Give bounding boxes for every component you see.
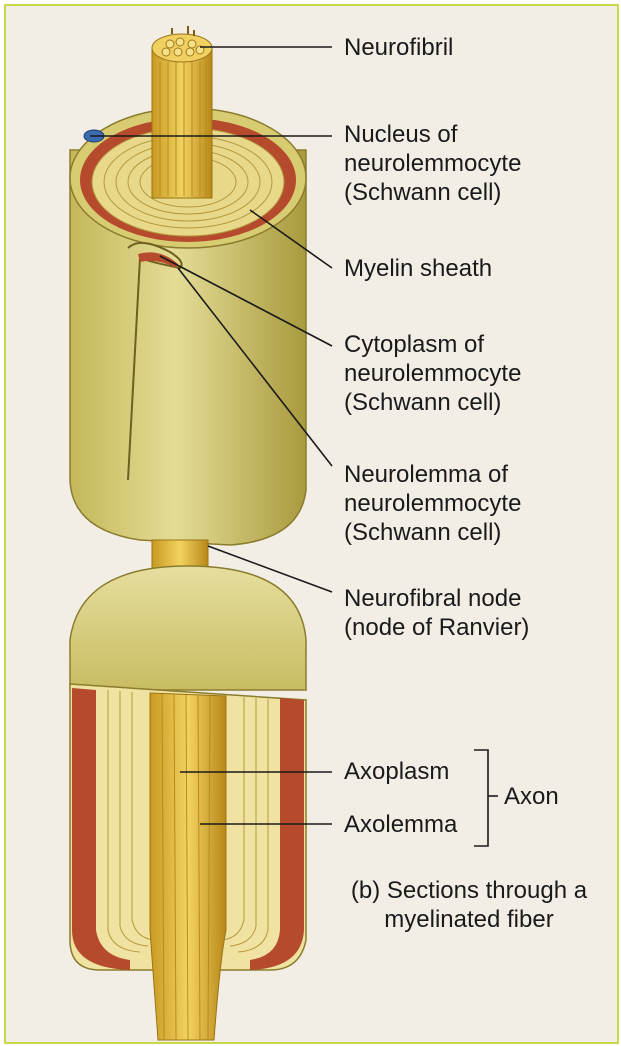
label-axon: Axon	[504, 782, 559, 811]
label-nucleus: Nucleus of neurolemmocyte (Schwann cell)	[344, 120, 521, 207]
label-neurofibril: Neurofibril	[344, 33, 453, 62]
label-cytoplasm: Cytoplasm of neurolemmocyte (Schwann cel…	[344, 330, 521, 417]
label-myelin-sheath: Myelin sheath	[344, 254, 492, 283]
upper-internode	[70, 26, 306, 545]
upper-axon	[152, 48, 212, 198]
label-axoplasm: Axoplasm	[344, 757, 449, 786]
lower-internode	[70, 566, 306, 1040]
label-node-of-ranvier: Neurofibral node (node of Ranvier)	[344, 584, 529, 642]
label-neurolemma: Neurolemma of neurolemmocyte (Schwann ce…	[344, 460, 521, 547]
lower-cap	[70, 566, 306, 690]
figure-caption: (b) Sections through a myelinated fiber	[338, 876, 600, 934]
label-axolemma: Axolemma	[344, 810, 457, 839]
